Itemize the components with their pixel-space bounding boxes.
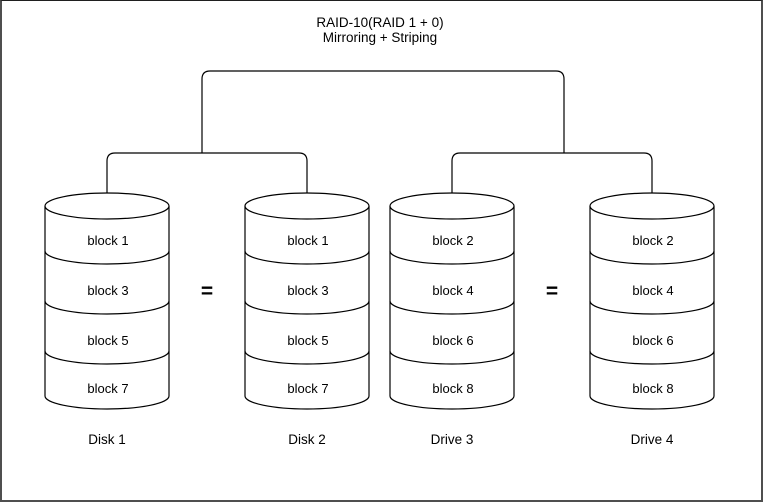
block-divider <box>589 350 715 365</box>
block-label: block 3 <box>87 283 128 298</box>
block-label: block 6 <box>432 333 473 348</box>
raid0-stripe-connector <box>201 70 565 153</box>
disk-label: Disk 1 <box>88 432 126 447</box>
disk-label: Drive 4 <box>631 432 674 447</box>
block-label: block 2 <box>632 233 673 248</box>
disk-cylinder-1: block 1 block 3 block 5 block 7 Disk 1 <box>44 192 170 447</box>
disk-label: Disk 2 <box>288 432 326 447</box>
block-label: block 6 <box>632 333 673 348</box>
block-divider <box>389 350 515 365</box>
cylinder-top <box>589 192 715 220</box>
block-label: block 5 <box>87 333 128 348</box>
cylinder-top <box>244 192 370 220</box>
block-divider <box>244 300 370 315</box>
mirror-connector-pair-2 <box>451 152 653 194</box>
block-label: block 8 <box>632 381 673 396</box>
block-divider <box>44 250 170 265</box>
disk-label: Drive 3 <box>431 432 474 447</box>
block-divider <box>389 250 515 265</box>
block-divider <box>244 250 370 265</box>
block-divider <box>589 250 715 265</box>
block-label: block 1 <box>87 233 128 248</box>
cylinder-top <box>389 192 515 220</box>
block-divider <box>244 350 370 365</box>
cylinder-body <box>589 206 715 410</box>
block-label: block 7 <box>287 381 328 396</box>
block-label: block 4 <box>432 283 473 298</box>
equals-sign-1: = <box>201 280 213 303</box>
cylinder-body <box>389 206 515 410</box>
block-label: block 5 <box>287 333 328 348</box>
block-divider <box>589 300 715 315</box>
disk-cylinder-2: block 1 block 3 block 5 block 7 Disk 2 <box>244 192 370 447</box>
block-label: block 3 <box>287 283 328 298</box>
cylinder-top <box>44 192 170 220</box>
equals-sign-2: = <box>546 280 558 303</box>
block-divider <box>44 350 170 365</box>
disk-cylinder-4: block 2 block 4 block 6 block 8 Drive 4 <box>589 192 715 447</box>
mirror-connector-pair-1 <box>106 152 308 194</box>
block-label: block 4 <box>632 283 673 298</box>
diagram-title-line2: Mirroring + Striping <box>323 30 437 45</box>
block-label: block 7 <box>87 381 128 396</box>
block-label: block 1 <box>287 233 328 248</box>
diagram-title-line1: RAID-10(RAID 1 + 0) <box>316 15 443 30</box>
cylinder-body <box>44 206 170 410</box>
block-label: block 8 <box>432 381 473 396</box>
block-label: block 2 <box>432 233 473 248</box>
disk-cylinder-3: block 2 block 4 block 6 block 8 Drive 3 <box>389 192 515 447</box>
block-divider <box>44 300 170 315</box>
cylinder-body <box>244 206 370 410</box>
block-divider <box>389 300 515 315</box>
